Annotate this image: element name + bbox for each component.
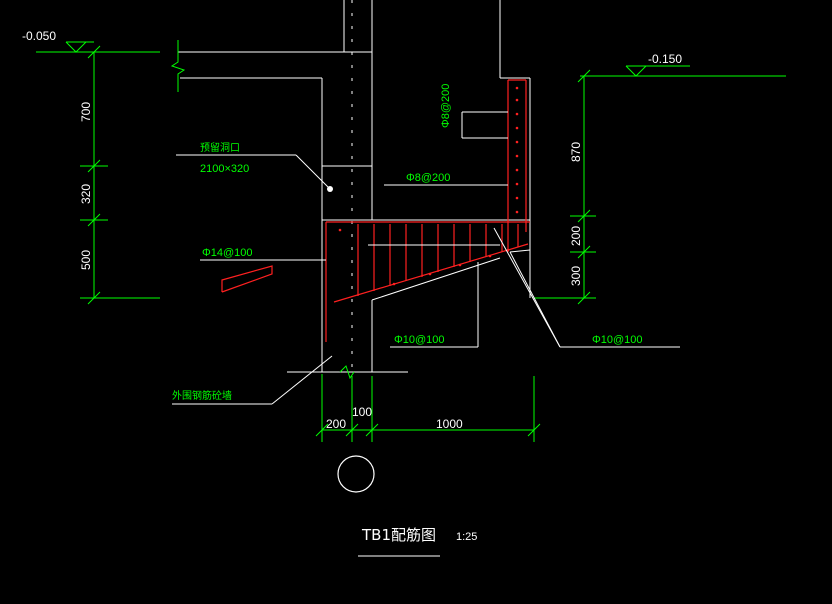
dim-right-300: 300: [569, 266, 583, 286]
rebar-main-label: Φ14@100: [202, 247, 253, 259]
opening-title: 预留洞口: [200, 141, 240, 154]
break-symbols: [170, 40, 355, 380]
opening-size: 2100×320: [200, 163, 249, 175]
dim-bottom-1000: 1000: [436, 417, 463, 431]
outer-wall-label: 外围钢筋砼墙: [172, 389, 232, 402]
axis-bubble: [337, 455, 375, 493]
rebar-dots: [338, 86, 519, 286]
drawing-scale: 1:25: [456, 531, 477, 543]
dim-bottom-100: 100: [352, 405, 372, 419]
elevation-right-label: -0.150: [648, 52, 682, 66]
dim-right-870: 870: [569, 142, 583, 162]
dim-right-200: 200: [569, 226, 583, 246]
rebar-bottom-left-label: Φ10@100: [394, 334, 445, 346]
dimension-lines: [36, 41, 786, 442]
rebar-vertical-label: Φ8@200: [440, 84, 452, 128]
dim-left-500: 500: [79, 250, 93, 270]
dim-left-700: 700: [79, 102, 93, 122]
rebar-layout: [221, 79, 530, 342]
drawing-title: TB1配筋图: [361, 526, 436, 544]
dim-bottom-200: 200: [326, 417, 346, 431]
elevation-left-label: -0.050: [22, 29, 56, 43]
leader-lines: [172, 111, 680, 557]
structure-outline: [178, 0, 531, 373]
dim-left-320: 320: [79, 184, 93, 204]
rebar-horizontal-label: Φ8@200: [406, 172, 450, 184]
rebar-bottom-right-label: Φ10@100: [592, 334, 643, 346]
